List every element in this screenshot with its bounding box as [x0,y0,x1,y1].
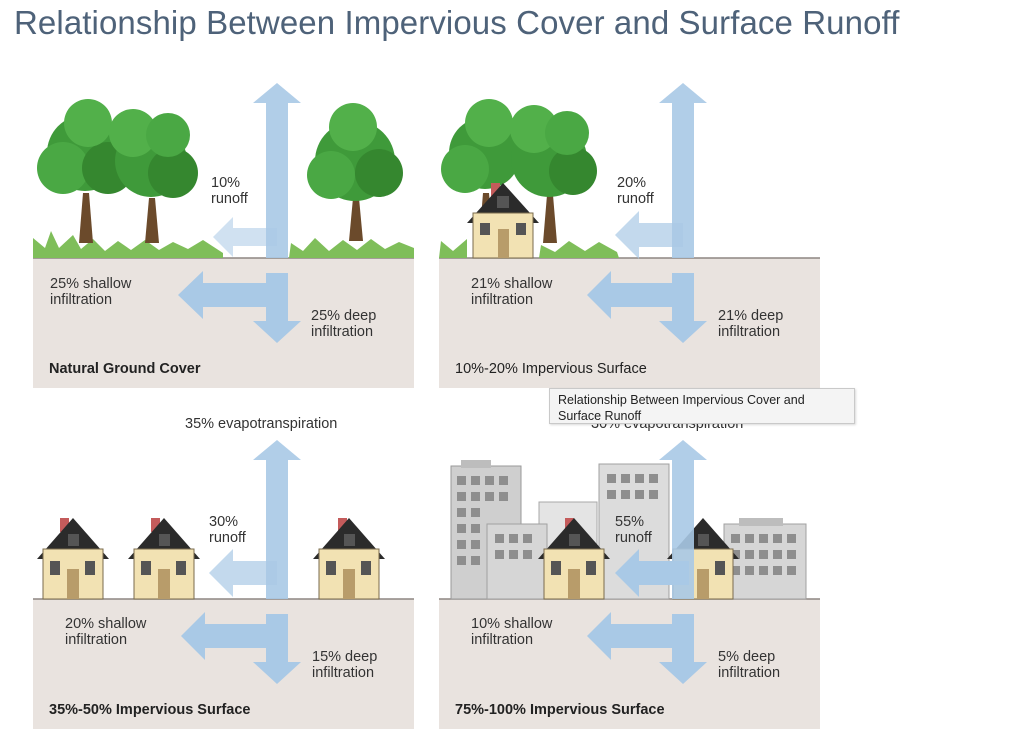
house-icon [37,518,109,600]
panel-caption: Natural Ground Cover [49,361,201,377]
runoff-label: 30% runoff [209,514,246,546]
panel-natural-ground-cover: 10% runoff 25% shallow infiltration 25% … [33,43,414,388]
shallow-infiltration-label: 20% shallow infiltration [65,616,147,648]
scene-10-20 [439,83,820,388]
arrow-icon [587,83,707,343]
runoff-label: 55% runoff [615,514,652,546]
deep-infiltration-label: 21% deep infiltration [718,308,784,340]
house-icon [467,183,539,259]
shallow-infiltration-label: 10% shallow infiltration [471,616,553,648]
panel-caption: 10%-20% Impervious Surface [455,361,647,377]
ground [33,258,414,388]
grass [289,238,414,258]
grass [539,241,619,258]
panel-caption: 35%-50% Impervious Surface [49,702,251,718]
evapotranspiration-label: 35% evapotranspiration [185,416,338,432]
house-icon [313,518,385,600]
tree-icon [37,99,134,243]
runoff-label: 20% runoff [617,175,654,207]
deep-infiltration-label: 5% deep infiltration [718,649,781,681]
shallow-infiltration-label: 21% shallow infiltration [471,276,553,308]
deep-infiltration-label: 15% deep infiltration [312,649,378,681]
scene-75-100 [439,440,820,729]
scene-natural [33,83,414,388]
tree-icon [510,105,597,243]
tree-icon [109,109,198,243]
arrow-icon [181,440,301,684]
panel-35-50-impervious: 35% evapotranspiration 30% runoff 20% sh… [33,384,414,729]
panel-75-100-impervious: 30% evapotranspiration 55% runoff 10% sh… [439,384,820,729]
house-icon [538,518,610,600]
tree-icon [441,99,521,243]
shallow-infiltration-label: 25% shallow infiltration [50,276,132,308]
arrow-icon [587,440,707,684]
grass [33,231,223,258]
ground [439,258,820,388]
page-title: Relationship Between Impervious Cover an… [14,4,900,41]
arrow-icon [178,83,301,343]
runoff-label: 10% runoff [211,175,248,207]
scene-35-50 [33,440,414,729]
panel-10-20-impervious: 20% runoff 21% shallow infiltration 21% … [439,43,820,388]
tooltip: Relationship Between Impervious Cover an… [549,388,855,424]
ground [439,599,820,729]
grass [439,239,467,258]
tree-icon [307,103,403,241]
panel-caption: 75%-100% Impervious Surface [455,702,665,718]
building-windows [457,474,796,575]
ground [33,599,414,729]
house-icon [128,518,200,600]
deep-infiltration-label: 25% deep infiltration [311,308,377,340]
